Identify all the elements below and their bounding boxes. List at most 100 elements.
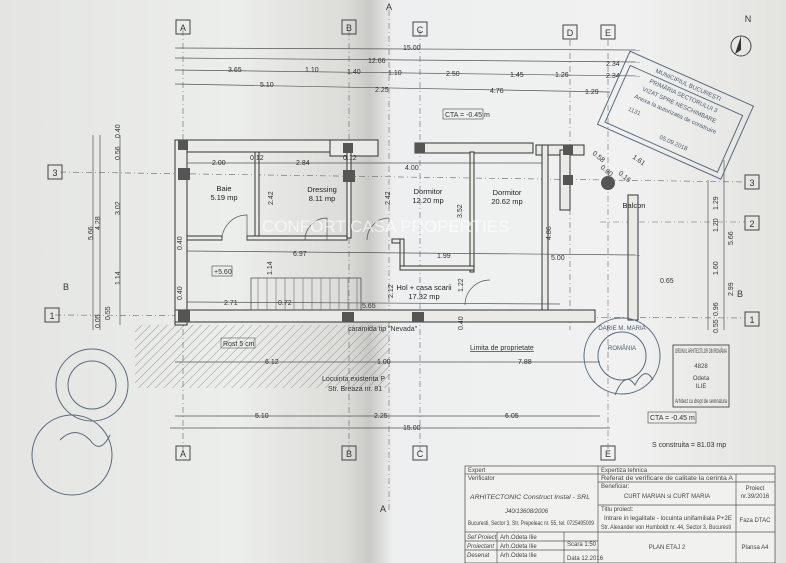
dim: 0.65 [660,278,674,285]
dim: 4.76 [490,88,504,95]
dim: 1.40 [347,69,361,76]
dim: 1.10 [305,67,319,74]
stamp-date: 05.09.2018 [658,135,688,153]
dim: 0.96 [713,302,720,316]
dim: 5.00 [551,255,565,262]
room-name: Balcon [623,201,646,210]
signature [614,373,654,396]
room-name: Hol + casa scarii [396,283,452,292]
section-b-right: B [737,289,743,299]
built-area: S construita = 81.03 mp [652,442,726,449]
axis-c-top: C [417,25,424,35]
north-arrow: N [730,14,752,57]
stamp-text: ILIE [696,384,707,390]
axis-d-top: D [567,28,574,38]
dim: 4.86 [546,226,553,240]
scale: Scara 1:50 [567,542,597,548]
property-limit-label: Limita de proprietate [470,345,534,352]
axis-b-top: B [346,23,352,33]
dim-total-bottom: 15.00 [403,425,421,432]
label: Referat de verificare de calitate la cer… [601,476,733,482]
date: Data 12.2016 [567,556,604,562]
dim: 6.97 [293,251,307,258]
company-address: Bucuresti, Sector 3, Str. Prepeleac nr. … [468,521,595,527]
project-address: Str. Alexander von Humboldt nr. 44, Sect… [601,525,731,531]
dim: 3.65 [228,67,242,74]
axis-1-right: 1 [749,315,754,325]
primarie-stamp: MUNICIPIUL BUCUREȘTI PRIMĂRIA SECTORULUI… [596,50,755,180]
dim: 1.22 [458,278,465,292]
label: Beneficiar: [601,484,630,490]
company-code: J40/13608/2006 [504,509,549,515]
dim: 2.50 [446,71,460,78]
stamp-text: Arhitect cu drept de semnatura [675,399,727,405]
stamp-text: 4828 [694,364,708,370]
staircase [250,277,362,311]
room-area: 5.19 mp [210,193,237,202]
dim: 0.72 [278,300,292,307]
label: Desenat [467,553,490,559]
room-labels: Baie 5.19 mp Dressing 8.11 mp Dormitor 1… [210,184,645,301]
neighbour-address: Str. Breaza nr. 81 [328,386,382,393]
label: Sef Proiect [467,535,497,541]
project-number: nr.39/2016 [741,494,770,500]
north-label: N [745,14,752,24]
dim: 1.20 [713,218,720,232]
beneficiary: CURT MARIAN si CURT MARIA [624,494,710,500]
walls [174,139,639,326]
section-a-top: A [386,2,392,12]
dim: 0.40 [115,124,122,138]
sheet: Plansa A4 [741,545,769,551]
dim: 0.12 [250,155,264,162]
dim: 2.42 [268,191,275,205]
top-dimensions: 15.00 12.66 3.65 1.10 1.40 1.10 2.50 1.4… [174,45,641,96]
dim: 2.71 [224,300,238,307]
name: Arh.Odeta Ilie [500,544,537,550]
stamp-text: DARIE M. MARIA [598,326,645,332]
dim: 7.88 [518,359,532,366]
axis-e-bottom: E [605,449,611,459]
dim: 2.25 [374,413,388,420]
stamp-text: ORDINUL ARHITECTILOR DIN ROMÂNIA [675,348,727,355]
joint-note: Rost 5 cm [223,341,255,348]
dim: 5.10 [260,82,274,89]
section-a-bottom: A [380,504,386,514]
left-dimensions: 0.400.563.024.285.661.140.550.050.400.40 [88,124,184,330]
right-dimensions: 1.291.205.661.602.990.960.550.65 [660,160,735,333]
stamp-text: Odeta [693,376,710,382]
bottom-dimensions: 6.12 1.00 7.88 5.10 2.25 6.05 15.00 [170,359,610,432]
phase: Faza DTAC [740,518,772,524]
dim: 12.66 [368,58,386,65]
label: Verificator [468,476,495,482]
room-name: Dressing [307,185,337,194]
door-swings [221,214,491,306]
section-b-left: B [63,282,69,292]
axis-b-bottom: B [346,449,352,459]
dim: 2.84 [296,160,310,167]
dim: 0.40 [177,236,184,250]
room-name: Dormitor [493,188,522,197]
axis-1-left: 1 [49,311,54,321]
dim: 1.29 [713,196,720,210]
dim: 5.66 [88,226,95,240]
project-title: Intrare in legalitate - locuinta unifami… [604,516,732,522]
stair-outline [250,277,362,311]
dim: 3.02 [115,201,122,215]
north-arrow-icon [735,36,741,54]
dim: 1.45 [510,72,524,79]
stamp-number: 1131 [627,107,642,118]
dim: 4.00 [405,165,419,172]
cta-top: CTA = -0.45 m [445,112,490,119]
dim: 5.65 [362,303,376,310]
dim-total-top: 15.00 [403,45,421,52]
brick-note: caramida tip "Nevada" [348,326,418,333]
dim: 0.05 [95,314,102,328]
company-name: ARHITECTONIC Construct Instal - SRL [469,495,590,501]
oar-stamp: ORDINUL ARHITECTILOR DIN ROMÂNIA 4828 Od… [672,344,730,408]
dim: 0.16 [617,170,632,184]
room-area: 12.20 mp [412,196,443,205]
dim: 1.60 [713,261,720,275]
label: Expertiza tehnica [601,468,648,474]
dim: 2.12 [388,284,395,298]
